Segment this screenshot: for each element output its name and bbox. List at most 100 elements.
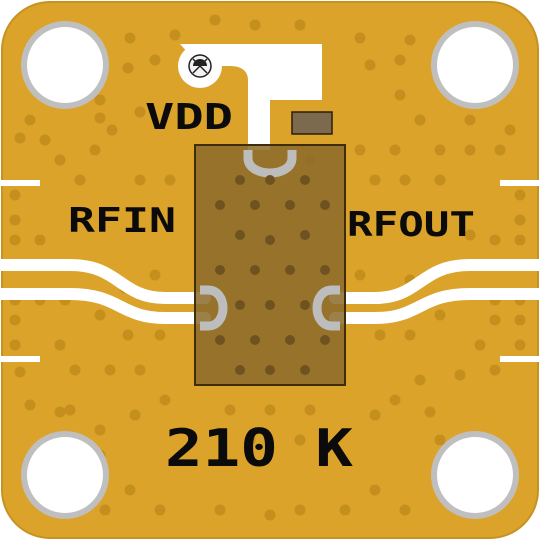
via-dot bbox=[464, 114, 476, 126]
via-dot bbox=[9, 214, 21, 226]
via-dot bbox=[474, 339, 486, 351]
via-dot bbox=[454, 369, 466, 381]
via-dot bbox=[294, 504, 306, 516]
via-dot bbox=[215, 200, 225, 210]
via-dot bbox=[249, 19, 261, 31]
via-dot bbox=[264, 509, 276, 521]
via-dot bbox=[300, 300, 310, 310]
via-dot bbox=[154, 504, 166, 516]
via-dot bbox=[354, 32, 366, 44]
via-dot bbox=[369, 174, 381, 186]
via-dot bbox=[244, 434, 256, 446]
bypass-capacitor bbox=[291, 111, 333, 135]
circle-hole-icon bbox=[437, 27, 513, 103]
via-dot bbox=[54, 339, 66, 351]
via-dot bbox=[265, 175, 275, 185]
via-dot bbox=[235, 175, 245, 185]
rfout-label: RFOUT bbox=[347, 205, 475, 245]
via-dot bbox=[434, 174, 446, 186]
via-dot bbox=[235, 365, 245, 375]
via-dot bbox=[300, 365, 310, 375]
part-number-label: 210 K bbox=[165, 419, 354, 479]
via-dot bbox=[265, 235, 275, 245]
via-dot bbox=[514, 234, 526, 246]
via-dot bbox=[129, 409, 141, 421]
via-dot bbox=[235, 230, 245, 240]
via-dot bbox=[300, 175, 310, 185]
via-dot bbox=[9, 189, 21, 201]
via-dot bbox=[294, 19, 306, 31]
vdd-label: VDD bbox=[145, 97, 233, 138]
via-dot bbox=[369, 484, 381, 496]
via-dot bbox=[209, 14, 221, 26]
via-dot bbox=[489, 314, 501, 326]
via-dot bbox=[64, 404, 76, 416]
via-dot bbox=[149, 54, 161, 66]
via-dot bbox=[94, 309, 106, 321]
via-dot bbox=[374, 329, 386, 341]
via-dot bbox=[9, 339, 21, 351]
via-dot bbox=[106, 124, 118, 136]
via-dot bbox=[215, 265, 225, 275]
via-dot bbox=[394, 54, 406, 66]
via-dot bbox=[14, 366, 26, 378]
left-edge-traces bbox=[0, 180, 40, 362]
via-dot bbox=[122, 62, 134, 74]
circle-hole-icon bbox=[27, 27, 103, 103]
via-dot bbox=[99, 504, 111, 516]
circle-hole-icon bbox=[27, 437, 103, 513]
via-dot bbox=[9, 234, 21, 246]
via-field bbox=[9, 14, 526, 521]
via-dot bbox=[300, 230, 310, 240]
via-dot bbox=[414, 114, 426, 126]
via-dot bbox=[434, 144, 446, 156]
via-dot bbox=[354, 269, 366, 281]
via-dot bbox=[514, 339, 526, 351]
via-dot bbox=[134, 364, 146, 376]
via-dot bbox=[250, 200, 260, 210]
via-dot bbox=[134, 174, 146, 186]
via-dot bbox=[265, 300, 275, 310]
circle-hole-icon bbox=[437, 437, 513, 513]
right-edge-traces bbox=[500, 180, 540, 362]
via-dot bbox=[124, 484, 136, 496]
via-dot bbox=[504, 124, 516, 136]
via-dot bbox=[414, 374, 426, 386]
via-dot bbox=[369, 409, 381, 421]
via-dot bbox=[9, 314, 21, 326]
via-dot bbox=[294, 434, 306, 446]
via-dot bbox=[24, 399, 36, 411]
via-dot bbox=[399, 504, 411, 516]
via-dot bbox=[14, 132, 26, 144]
via-dot bbox=[434, 309, 446, 321]
via-dot bbox=[389, 394, 401, 406]
via-dot bbox=[224, 404, 236, 416]
via-dot bbox=[214, 504, 226, 516]
ic-via-field bbox=[215, 175, 330, 375]
via-dot bbox=[39, 134, 51, 146]
ic-pads bbox=[200, 150, 340, 331]
via-dot bbox=[69, 364, 81, 376]
via-dot bbox=[320, 335, 330, 345]
via-dot bbox=[464, 229, 476, 241]
via-dot bbox=[285, 265, 295, 275]
via-dot bbox=[264, 404, 276, 416]
via-dot bbox=[489, 364, 501, 376]
via-dot bbox=[74, 174, 86, 186]
via-dot bbox=[94, 112, 106, 124]
via-dot bbox=[464, 144, 476, 156]
screw-test-point-icon bbox=[188, 54, 212, 78]
via-dot bbox=[404, 329, 416, 341]
via-dot bbox=[235, 300, 245, 310]
via-dot bbox=[320, 265, 330, 275]
via-dot bbox=[54, 406, 66, 418]
via-dot bbox=[285, 335, 295, 345]
via-dot bbox=[122, 329, 134, 341]
via-dot bbox=[265, 365, 275, 375]
via-dot bbox=[24, 114, 36, 126]
via-dot bbox=[34, 234, 46, 246]
via-dot bbox=[424, 406, 436, 418]
via-dot bbox=[404, 34, 416, 46]
rfin-label: RFIN bbox=[68, 201, 176, 241]
via-dot bbox=[154, 329, 166, 341]
